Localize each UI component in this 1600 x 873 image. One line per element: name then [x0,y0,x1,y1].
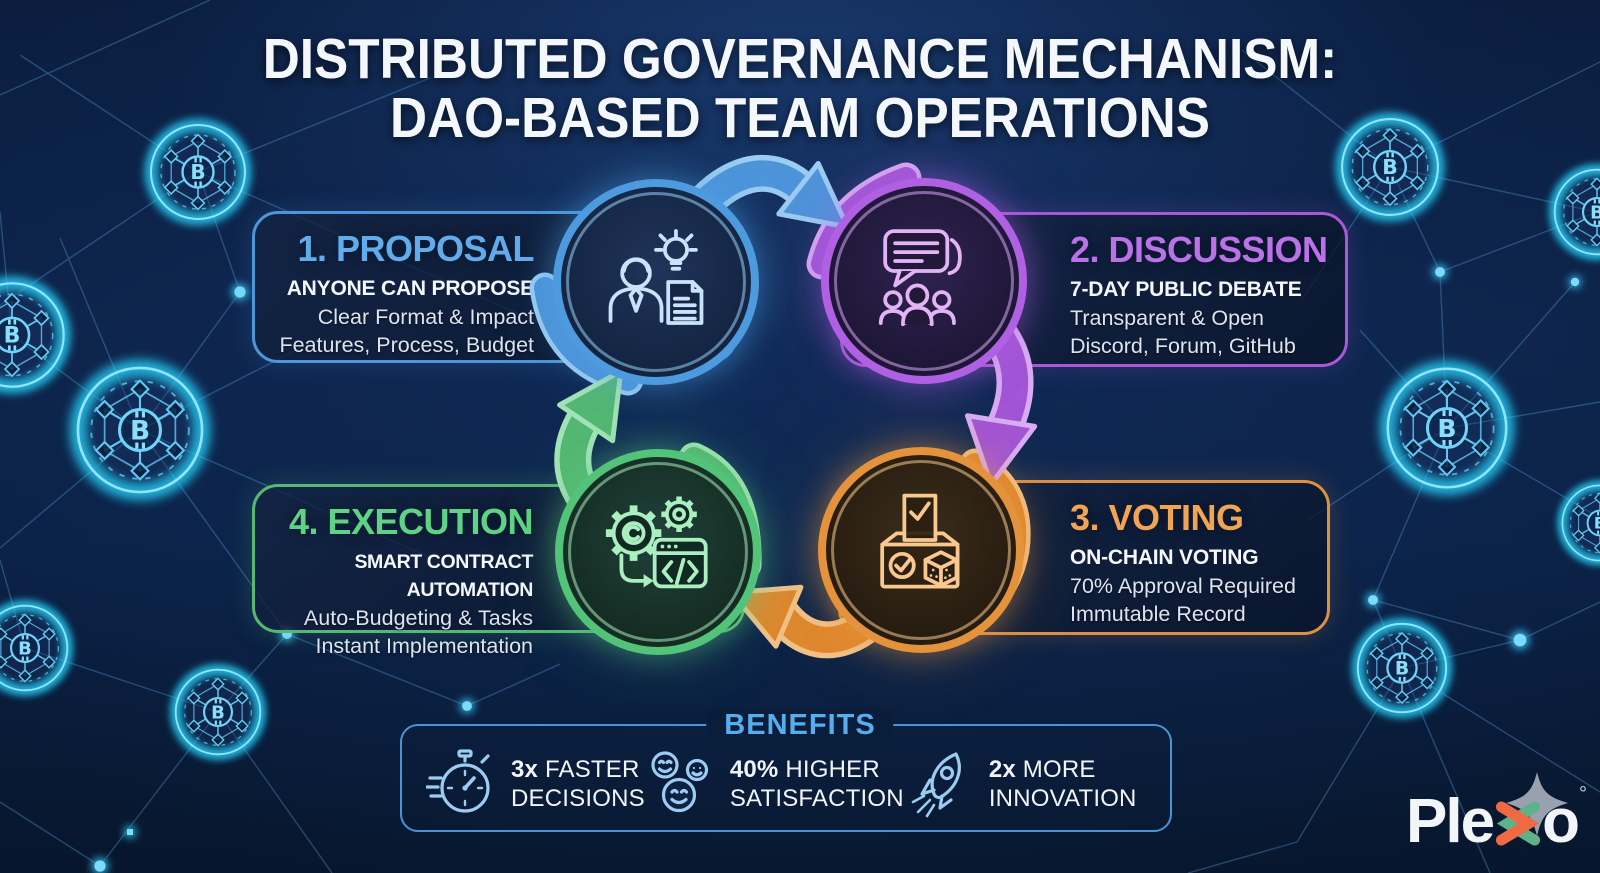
benefits-title: BENEFITS [706,709,894,742]
chat-people-icon [878,229,962,327]
step-proposal-detail-2: Features, Process, Budget [279,332,534,357]
svg-text:B: B [18,638,32,659]
gears-code-icon [605,496,708,589]
benefit-stat-line: 2x MORE [988,756,1096,783]
smiley-faces-icon [651,751,708,813]
network-dot [232,284,248,300]
benefit-stat-line: 3x FASTER [511,756,640,783]
trademark-dot: ° [1578,783,1587,806]
benefit-item-faster-decisions: 3x FASTER DECISIONS [426,748,645,820]
step-voting-subtitle: ON-CHAIN VOTING [1070,545,1259,569]
step-voting-heading: 3. VOTING [1070,497,1244,538]
person-idea-document-icon [608,229,704,325]
network-dot [1511,631,1529,649]
step-execution-heading: 4. EXECUTION [288,501,534,542]
page-title: DISTRIBUTED GOVERNANCE MECHANISM: DAO-BA… [0,27,1600,151]
page-title-line-1: DISTRIBUTED GOVERNANCE MECHANISM: [262,27,1338,91]
benefit-label-line: DECISIONS [511,785,645,812]
logo-text-post: o [1542,787,1580,857]
network-dot [1366,593,1380,607]
benefit-item-higher-satisfaction: 40% HIGHER SATISFACTION [645,748,904,820]
svg-text:B: B [130,415,150,446]
step-execution-subtitle: SMART CONTRACT AUTOMATION [354,550,533,601]
bitcoin-network-node-icon: B [144,118,252,226]
benefits-panel: BENEFITS 3x FASTER DECISIONS [400,709,1172,832]
step-discussion-detail-1: Transparent & Open [1070,305,1265,330]
svg-text:B: B [4,324,21,349]
bitcoin-network-node-icon: B [0,599,74,697]
step-discussion-detail-2: Discord, Forum, GitHub [1070,333,1296,358]
svg-text:B: B [1437,414,1456,443]
bitcoin-network-node-icon: B [169,663,267,761]
execution-stage-circle [555,449,761,655]
svg-text:B: B [1395,659,1409,680]
bitcoin-network-node-icon: B [0,275,72,395]
rocket-icon [911,752,961,818]
step-voting-detail-2: Immutable Record [1070,601,1246,626]
bitcoin-network-node-icon: B [1334,111,1446,223]
bitcoin-network-node-icon: B [1378,359,1516,497]
step-voting-detail-1: 70% Approval Required [1070,573,1296,598]
step-proposal-detail-1: Clear Format & Impact [317,304,534,329]
svg-text:B: B [190,160,205,184]
bitcoin-network-node-icon: B [68,358,212,502]
svg-text:B: B [211,702,225,723]
svg-text:B: B [1594,514,1600,533]
svg-text:B: B [1382,155,1398,179]
page-title-line-2: DAO-BASED TEAM OPERATIONS [390,86,1210,151]
benefit-item-more-innovation: 2x MORE INNOVATION [904,748,1137,820]
network-dot [1433,265,1447,279]
ballot-box-blockchain-icon [880,493,960,589]
logo-text-pre: Ple [1406,787,1495,857]
svg-text:B: B [1590,202,1600,223]
bitcoin-network-node-icon: B [1556,479,1600,567]
step-execution-detail-1: Auto-Budgeting & Tasks [303,605,533,630]
bitcoin-network-node-icon: B [1351,617,1453,719]
plexo-logo-text: Ple o ° [1406,783,1587,857]
network-dot [1569,276,1581,288]
network-dot [92,858,108,873]
voting-stage-circle [818,447,1024,653]
benefit-label-line: INNOVATION [988,785,1137,812]
stopwatch-icon [426,749,490,813]
network-dot [460,699,474,713]
discussion-stage-circle [821,178,1027,384]
step-discussion-heading: 2. DISCUSSION [1070,229,1328,270]
plexo-logo: Ple o ° [1406,772,1600,857]
benefit-stat-line: 40% HIGHER [729,756,880,783]
step-proposal-heading: 1. PROPOSAL [297,228,534,269]
step-execution-detail-2: Instant Implementation [315,633,533,658]
proposal-stage-circle [553,179,759,385]
plexo-x-icon [1496,801,1541,846]
network-square-dot [125,827,135,837]
step-discussion-subtitle: 7-DAY PUBLIC DEBATE [1070,277,1302,301]
bitcoin-network-node-icon: B [1548,163,1600,261]
benefit-label-line: SATISFACTION [729,785,904,812]
step-proposal-subtitle: ANYONE CAN PROPOSE [286,276,534,300]
